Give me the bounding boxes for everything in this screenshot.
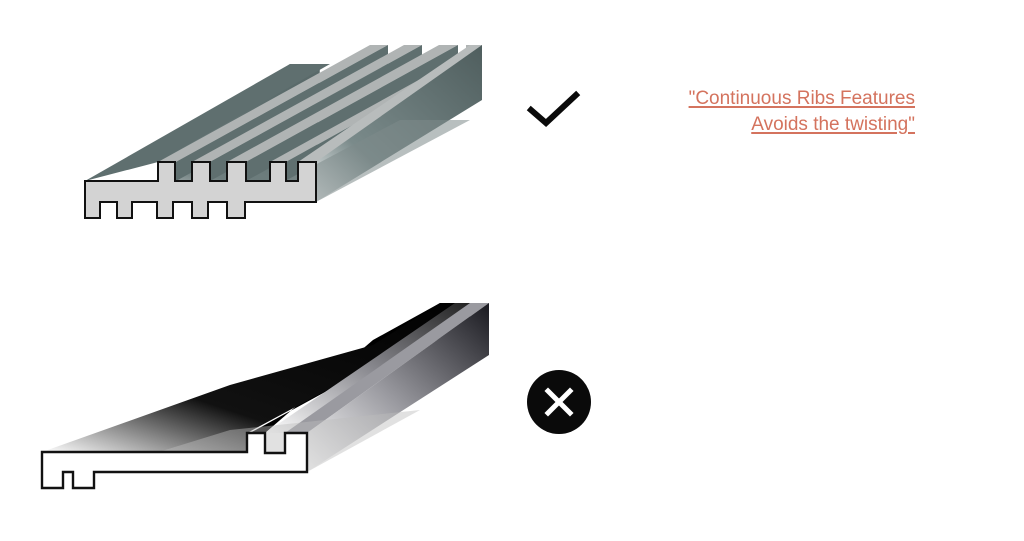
rib-extrusions — [158, 45, 482, 202]
single-rib-cross-section — [40, 431, 309, 490]
bad-extrusion-top-surface — [42, 303, 488, 452]
continuous-ribs-extrusion — [84, 45, 482, 219]
check-icon — [526, 90, 581, 128]
single-rib-extrusion — [40, 303, 489, 490]
caption-link[interactable]: "Continuous Ribs Features Avoids the twi… — [640, 86, 915, 138]
caption-line-2: Avoids the twisting" — [751, 114, 915, 135]
continuous-ribs-cross-section — [84, 161, 317, 219]
x-circle-icon — [527, 370, 591, 434]
caption-line-1: "Continuous Ribs Features — [688, 88, 915, 109]
